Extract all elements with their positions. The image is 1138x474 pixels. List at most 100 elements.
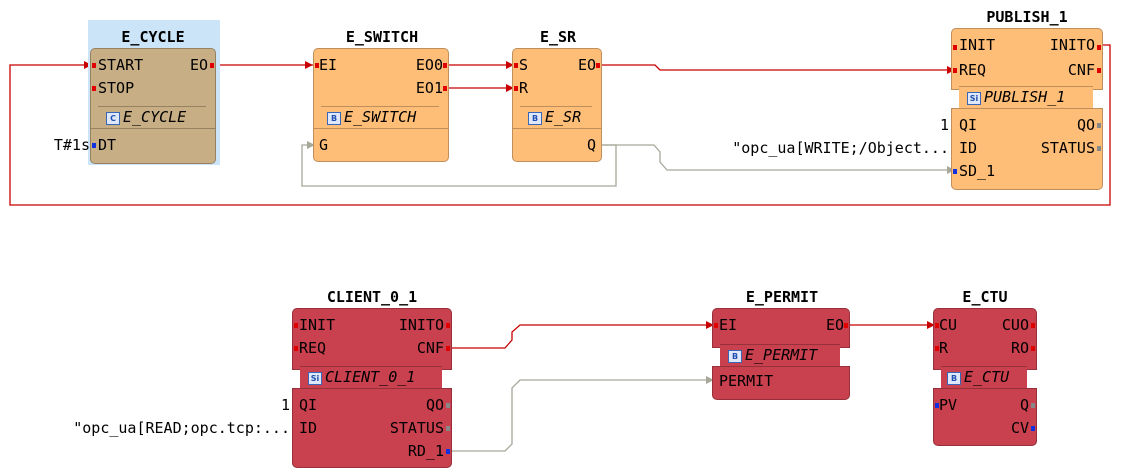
wire-client-cnf-to-permit-ei[interactable] [451, 324, 714, 349]
data-pin-marker [1031, 426, 1035, 431]
arrow-head [307, 141, 315, 149]
event-pin-marker [92, 63, 96, 68]
pin-init[interactable]: INIT [299, 316, 336, 334]
pin-id[interactable]: ID [959, 139, 978, 157]
block-title: E_SWITCH [345, 28, 419, 46]
pin-id[interactable]: ID [299, 419, 318, 437]
pin-g[interactable]: G [319, 136, 329, 154]
pin-cu[interactable]: CU [939, 316, 958, 334]
event-pin-marker [294, 346, 298, 351]
block-title: E_SR [539, 28, 577, 46]
pin-inito[interactable]: INITO [1049, 36, 1095, 54]
data-pin-marker [935, 403, 939, 408]
type-section [98, 106, 206, 132]
type-icon: Si [308, 372, 322, 385]
event-pin-marker [714, 323, 718, 328]
event-pin-marker [1097, 45, 1101, 50]
pin-s[interactable]: S [519, 56, 529, 74]
data-section [292, 388, 452, 468]
pin-q[interactable]: Q [586, 136, 596, 154]
pin-dt[interactable]: DT [98, 136, 117, 154]
pin-r[interactable]: R [939, 339, 949, 357]
pin-ei[interactable]: EI [319, 56, 338, 74]
pin-cnf[interactable]: CNF [1067, 61, 1095, 79]
pin-req[interactable]: REQ [299, 339, 327, 357]
pin-qi[interactable]: QI [299, 396, 318, 414]
param-client-qi[interactable]: 1 [280, 396, 290, 414]
event-pin-marker [294, 323, 298, 328]
wire-sr-q-to-publish-sd1[interactable] [599, 144, 955, 171]
pin-req[interactable]: REQ [959, 61, 987, 79]
pin-status[interactable]: STATUS [1040, 139, 1095, 157]
data-section [512, 128, 602, 162]
event-pin-marker [953, 45, 957, 50]
data-pin-marker [446, 426, 450, 431]
pin-cv[interactable]: CV [1010, 419, 1029, 437]
block-title: E_CYCLE [121, 28, 185, 46]
pin-start[interactable]: START [98, 56, 144, 74]
pin-cnf[interactable]: CNF [416, 339, 444, 357]
pin-q[interactable]: Q [1019, 396, 1029, 414]
param-publish-id[interactable]: "opc_ua[WRITE;/Object... [732, 139, 949, 157]
wire-sr-eo-to-publish-req[interactable] [602, 64, 955, 71]
pin-pv[interactable]: PV [939, 396, 958, 414]
event-pin-marker [443, 86, 447, 91]
data-section [712, 366, 850, 400]
pin-ro[interactable]: RO [1010, 339, 1029, 357]
pin-sd-1[interactable]: SD_1 [959, 162, 996, 180]
wire-publish-inito-to-cycle-start[interactable] [9, 44, 1111, 206]
pin-qo[interactable]: QO [1076, 116, 1095, 134]
pin-eo0[interactable]: EO0 [415, 56, 443, 74]
param-e-cycle-dt[interactable]: T#1s [53, 136, 90, 154]
event-pin-marker [446, 346, 450, 351]
type-icon: B [728, 350, 742, 363]
type-icon: C [106, 112, 120, 125]
pin-status[interactable]: STATUS [389, 419, 444, 437]
block-title: E_CTU [962, 288, 1008, 306]
type-icon: B [327, 112, 341, 125]
type-icon: Si [967, 92, 981, 105]
event-pin-marker [92, 86, 96, 91]
data-pin-marker [1097, 123, 1101, 128]
data-pin-marker [953, 169, 957, 174]
event-pin-marker [1031, 346, 1035, 351]
pin-eo[interactable]: EO [825, 316, 844, 334]
block-title: E_PERMIT [745, 288, 819, 306]
wire-client-rd1-to-permit[interactable] [451, 379, 714, 452]
event-pin-marker [443, 63, 447, 68]
pin-qo[interactable]: QO [425, 396, 444, 414]
pin-permit[interactable]: PERMIT [719, 372, 774, 390]
pin-eo[interactable]: EO [189, 56, 208, 74]
pin-eo[interactable]: EO [577, 56, 596, 74]
type-section [300, 366, 442, 392]
data-pin-marker [446, 449, 450, 454]
pin-init[interactable]: INIT [959, 36, 996, 54]
pin-r[interactable]: R [519, 79, 529, 97]
pin-cuo[interactable]: CUO [1001, 316, 1029, 334]
param-client-id[interactable]: "opc_ua[READ;opc.tcp:... [73, 419, 290, 437]
data-pin-marker [92, 143, 96, 148]
pin-qi[interactable]: QI [959, 116, 978, 134]
arrow-head [706, 376, 714, 384]
data-pin-marker [1031, 403, 1035, 408]
event-pin-marker [844, 323, 848, 328]
arrow-head [506, 61, 514, 69]
pin-eo1[interactable]: EO1 [415, 79, 443, 97]
pin-ei[interactable]: EI [719, 316, 738, 334]
event-pin-marker [935, 346, 939, 351]
type-icon: B [528, 112, 542, 125]
param-publish-qi[interactable]: 1 [939, 116, 949, 134]
pin-rd-1[interactable]: RD_1 [407, 442, 444, 460]
pin-inito[interactable]: INITO [398, 316, 444, 334]
pin-stop[interactable]: STOP [98, 79, 135, 97]
